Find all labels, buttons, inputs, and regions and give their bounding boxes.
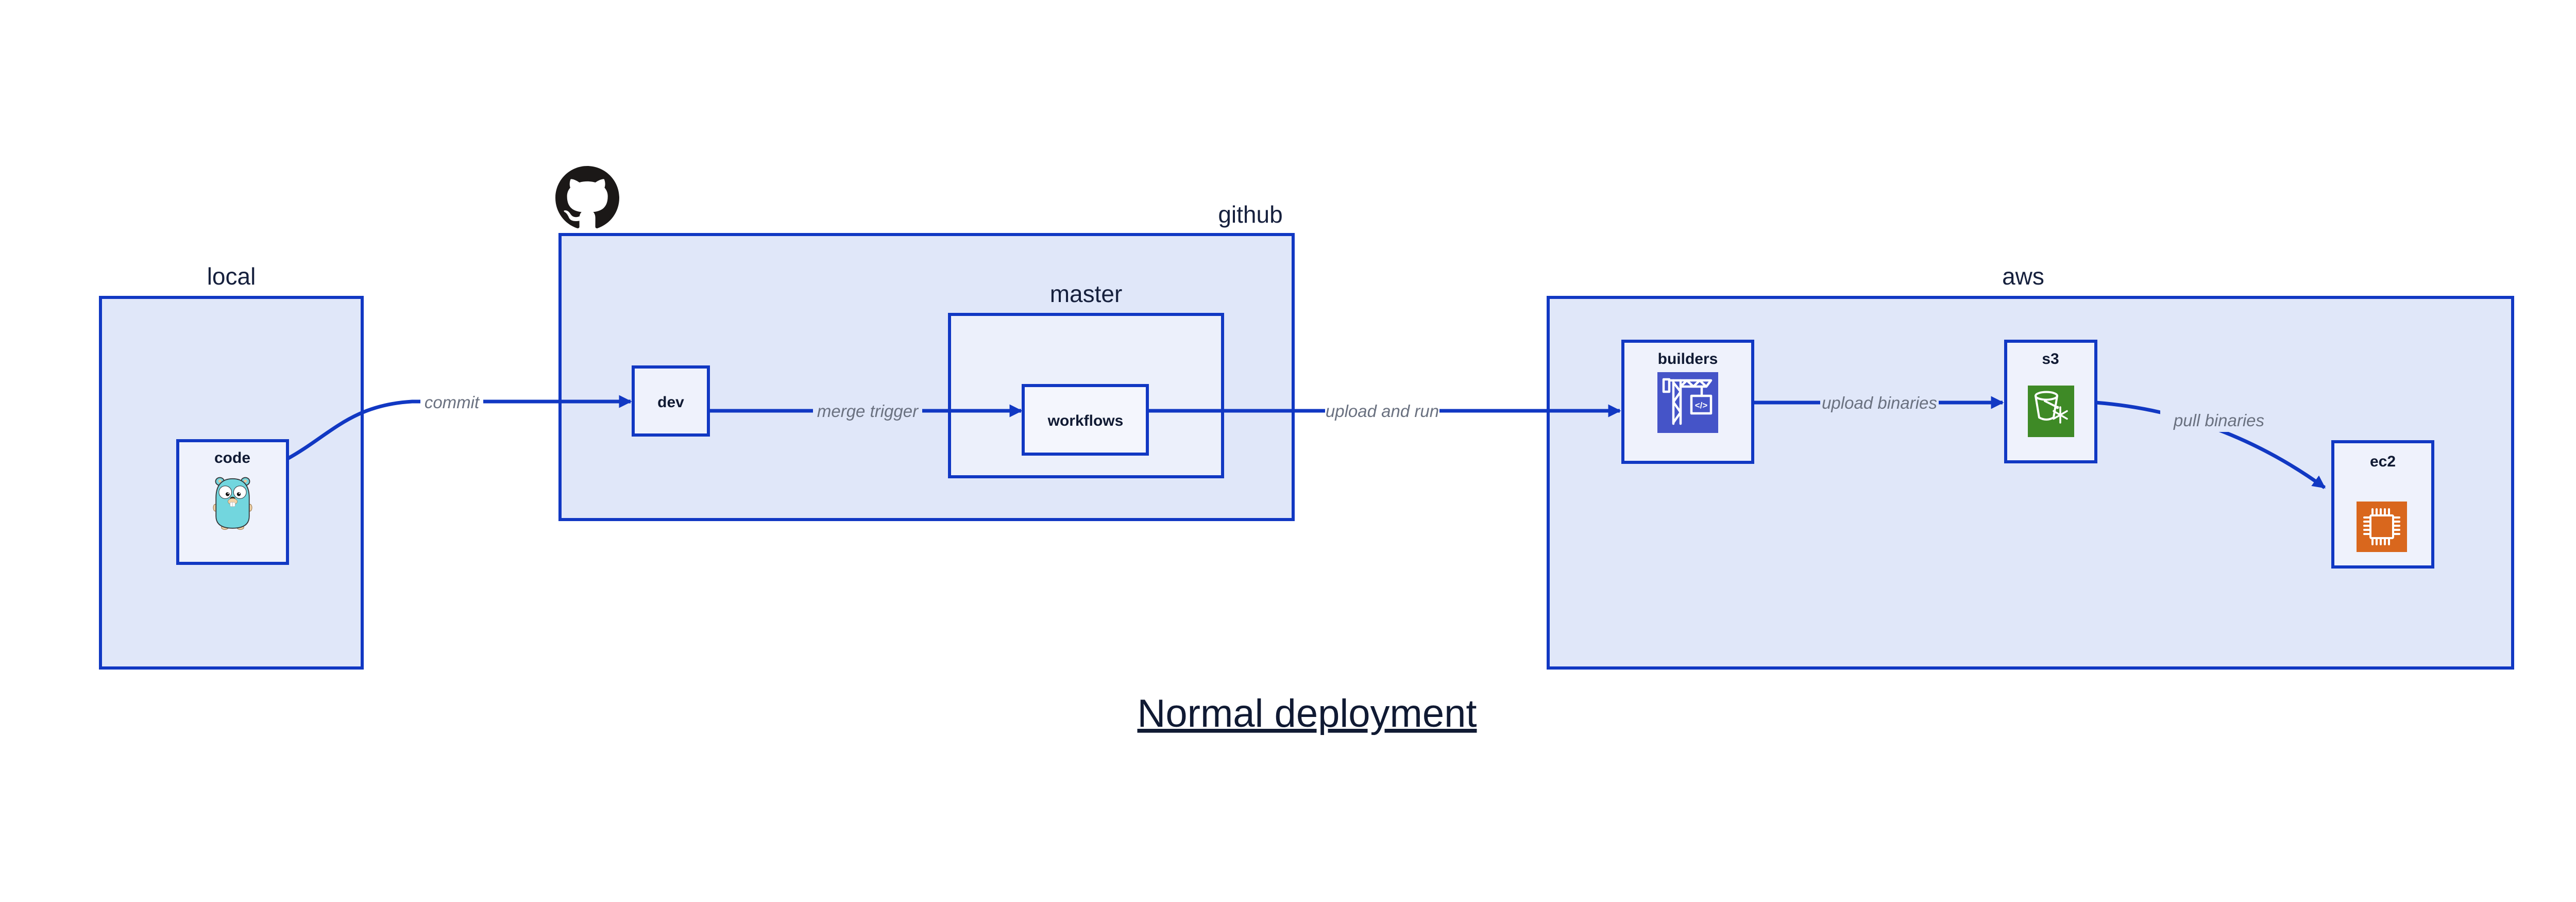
group-label-master: master: [1050, 280, 1123, 307]
edge-label-bg-upload-and-run: [1325, 398, 1439, 423]
node-workflows: [1022, 384, 1149, 456]
github-octocat-icon: [555, 166, 619, 228]
page-title: Normal deployment: [1138, 692, 1477, 736]
aws-ec2-icon: [2357, 502, 2407, 552]
node-label-builders: builders: [1658, 350, 1718, 368]
node-label-s3: s3: [2042, 350, 2059, 368]
node-label-dev: dev: [657, 394, 684, 411]
edge-label-commit: commit: [425, 393, 480, 412]
group-label-local: local: [207, 263, 256, 290]
aws-s3-glacier-icon: [2028, 386, 2074, 437]
node-label-ec2: ec2: [2370, 453, 2396, 470]
edge-label-bg-merge-trigger: [813, 398, 922, 423]
node-label-workflows: workflows: [1047, 412, 1124, 429]
node-label-code: code: [214, 449, 250, 466]
aws-codebuild-icon: </>: [1657, 372, 1718, 433]
go-gopher-icon: [213, 477, 252, 530]
edge-label-pull-binaries: pull binaries: [2173, 411, 2264, 430]
edge-label-bg-pull-binaries: [2160, 407, 2278, 432]
group-label-github: github: [1218, 201, 1282, 228]
edge-commit: [286, 395, 632, 461]
edge-label-upload-and-run: upload and run: [1326, 402, 1439, 421]
edge-label-upload-binaries: upload binaries: [1822, 393, 1937, 412]
codebuild-code-glyph: </>: [1695, 400, 1708, 410]
edge-label-bg-commit: [420, 390, 483, 413]
group-label-aws: aws: [2002, 263, 2044, 290]
edge-label-bg-upload-binaries: [1820, 390, 1939, 415]
node-dev: [632, 365, 710, 437]
edge-label-merge-trigger: merge trigger: [817, 402, 919, 421]
